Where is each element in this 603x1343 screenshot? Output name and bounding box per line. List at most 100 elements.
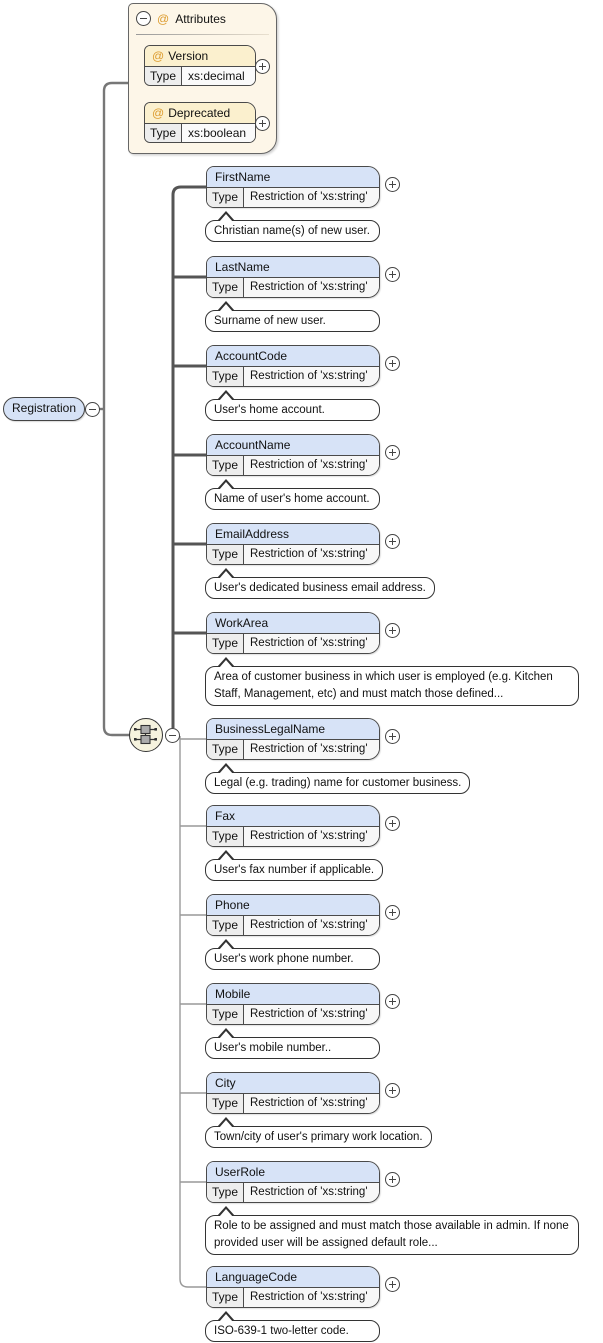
expand-workarea-button[interactable]: [385, 623, 400, 638]
type-label: Type: [207, 634, 244, 653]
element-box-emailaddress[interactable]: EmailAddress Type Restriction of 'xs:str…: [206, 523, 380, 565]
type-label: Type: [207, 545, 244, 564]
expand-city-button[interactable]: [385, 1083, 400, 1098]
type-label: Type: [207, 1005, 244, 1024]
element-name: City: [207, 1073, 379, 1094]
element-accountname: AccountName Type Restriction of 'xs:stri…: [205, 434, 400, 510]
element-box-workarea[interactable]: WorkArea Type Restriction of 'xs:string': [206, 612, 380, 654]
type-label: Type: [145, 67, 182, 85]
type-label: Type: [207, 456, 244, 475]
element-box-languagecode[interactable]: LanguageCode Type Restriction of 'xs:str…: [206, 1266, 380, 1308]
element-box-lastname[interactable]: LastName Type Restriction of 'xs:string': [206, 256, 380, 298]
expand-accountcode-button[interactable]: [385, 356, 400, 371]
attribute-deprecated[interactable]: @Deprecated Type xs:boolean: [144, 102, 256, 143]
element-userrole: UserRole Type Restriction of 'xs:string'…: [205, 1161, 579, 1255]
root-element-registration[interactable]: Registration: [3, 397, 85, 421]
type-value: Restriction of 'xs:string': [244, 1183, 379, 1202]
type-value: Restriction of 'xs:string': [244, 1288, 379, 1307]
expand-phone-button[interactable]: [385, 905, 400, 920]
element-box-mobile[interactable]: Mobile Type Restriction of 'xs:string': [206, 983, 380, 1025]
element-fax: Fax Type Restriction of 'xs:string' User…: [205, 805, 400, 881]
element-box-userrole[interactable]: UserRole Type Restriction of 'xs:string': [206, 1161, 380, 1203]
element-box-businesslegalname[interactable]: BusinessLegalName Type Restriction of 'x…: [206, 718, 380, 760]
attribute-name: Version: [168, 49, 209, 63]
type-label: Type: [207, 1183, 244, 1202]
expand-businesslegalname-button[interactable]: [385, 729, 400, 744]
type-value: Restriction of 'xs:string': [244, 827, 379, 846]
element-name: UserRole: [207, 1162, 379, 1183]
annotation-userrole: Role to be assigned and must match those…: [205, 1206, 579, 1255]
expand-accountname-button[interactable]: [385, 445, 400, 460]
type-value: Restriction of 'xs:string': [244, 188, 379, 207]
annotation-city: Town/city of user's primary work locatio…: [205, 1117, 432, 1148]
collapse-sequence-button[interactable]: [165, 728, 180, 743]
element-box-fax[interactable]: Fax Type Restriction of 'xs:string': [206, 805, 380, 847]
annotation-fax: User's fax number if applicable.: [205, 850, 384, 881]
type-value: Restriction of 'xs:string': [244, 278, 379, 297]
element-firstname: FirstName Type Restriction of 'xs:string…: [205, 166, 400, 242]
collapse-registration-button[interactable]: [85, 402, 100, 417]
type-value: xs:boolean: [182, 124, 255, 142]
expand-version-button[interactable]: [255, 59, 270, 74]
attribute-version[interactable]: @Version Type xs:decimal: [144, 45, 256, 86]
element-box-phone[interactable]: Phone Type Restriction of 'xs:string': [206, 894, 380, 936]
expand-fax-button[interactable]: [385, 816, 400, 831]
element-name: LanguageCode: [207, 1267, 379, 1288]
element-name: AccountName: [207, 435, 379, 456]
annotation-accountcode: User's home account.: [205, 390, 380, 421]
expand-emailaddress-button[interactable]: [385, 534, 400, 549]
element-box-accountname[interactable]: AccountName Type Restriction of 'xs:stri…: [206, 434, 380, 476]
element-workarea: WorkArea Type Restriction of 'xs:string'…: [205, 612, 579, 706]
attributes-panel: @ Attributes @Version Type xs:decimal @D…: [128, 3, 277, 154]
element-emailaddress: EmailAddress Type Restriction of 'xs:str…: [205, 523, 435, 599]
type-value: Restriction of 'xs:string': [244, 367, 379, 386]
attributes-panel-header: @ Attributes: [136, 11, 226, 26]
type-label: Type: [207, 827, 244, 846]
type-label: Type: [207, 740, 244, 759]
type-value: Restriction of 'xs:string': [244, 1005, 379, 1024]
expand-languagecode-button[interactable]: [385, 1277, 400, 1292]
type-label: Type: [207, 278, 244, 297]
attribute-name: Deprecated: [168, 106, 231, 120]
expand-mobile-button[interactable]: [385, 994, 400, 1009]
element-mobile: Mobile Type Restriction of 'xs:string' U…: [205, 983, 400, 1059]
annotation-emailaddress: User's dedicated business email address.: [205, 568, 435, 599]
annotation-businesslegalname: Legal (e.g. trading) name for customer b…: [205, 763, 471, 794]
type-value: Restriction of 'xs:string': [244, 740, 379, 759]
type-label: Type: [207, 1288, 244, 1307]
attribute-deprecated-header: @Deprecated: [145, 103, 255, 124]
type-value: Restriction of 'xs:string': [244, 634, 379, 653]
attributes-panel-title: Attributes: [175, 11, 226, 26]
element-box-firstname[interactable]: FirstName Type Restriction of 'xs:string…: [206, 166, 380, 208]
element-name: BusinessLegalName: [207, 719, 379, 740]
collapse-attributes-icon[interactable]: [136, 11, 151, 26]
attribute-at-icon: @: [152, 49, 165, 63]
element-box-accountcode[interactable]: AccountCode Type Restriction of 'xs:stri…: [206, 345, 380, 387]
element-lastname: LastName Type Restriction of 'xs:string'…: [205, 256, 400, 332]
expand-lastname-button[interactable]: [385, 267, 400, 282]
element-accountcode: AccountCode Type Restriction of 'xs:stri…: [205, 345, 400, 421]
element-businesslegalname: BusinessLegalName Type Restriction of 'x…: [205, 718, 471, 794]
type-value: Restriction of 'xs:string': [244, 916, 379, 935]
annotation-lastname: Surname of new user.: [205, 301, 380, 332]
element-city: City Type Restriction of 'xs:string' Tow…: [205, 1072, 432, 1148]
expand-deprecated-button[interactable]: [255, 116, 270, 131]
type-value: Restriction of 'xs:string': [244, 545, 379, 564]
annotation-phone: User's work phone number.: [205, 939, 380, 970]
element-name: Fax: [207, 806, 379, 827]
annotation-accountname: Name of user's home account.: [205, 479, 380, 510]
element-languagecode: LanguageCode Type Restriction of 'xs:str…: [205, 1266, 400, 1342]
expand-userrole-button[interactable]: [385, 1172, 400, 1187]
element-box-city[interactable]: City Type Restriction of 'xs:string': [206, 1072, 380, 1114]
type-label: Type: [207, 1094, 244, 1113]
expand-firstname-button[interactable]: [385, 177, 400, 192]
attribute-version-header: @Version: [145, 46, 255, 67]
element-name: EmailAddress: [207, 524, 379, 545]
type-label: Type: [145, 124, 182, 142]
type-label: Type: [207, 367, 244, 386]
type-value: Restriction of 'xs:string': [244, 456, 379, 475]
attribute-at-icon: @: [152, 106, 165, 120]
sequence-icon[interactable]: [129, 718, 163, 752]
element-name: LastName: [207, 257, 379, 278]
